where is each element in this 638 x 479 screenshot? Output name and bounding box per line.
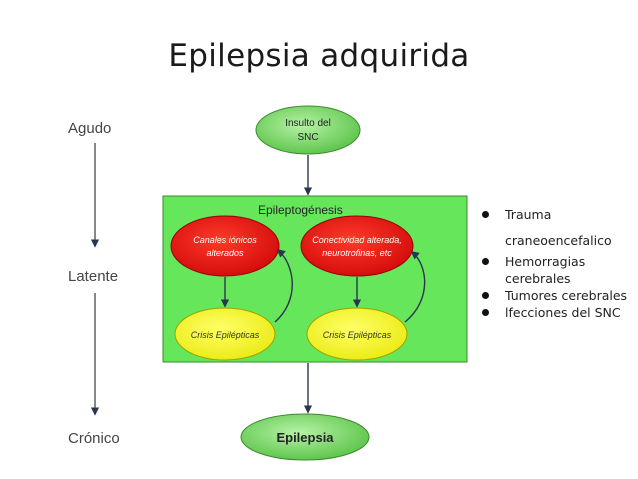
list-item: lfecciones del SNC bbox=[482, 304, 632, 321]
list-item-line1: Hemorragias bbox=[505, 254, 586, 269]
crisis-node-right bbox=[306, 307, 408, 361]
insult-node bbox=[255, 105, 361, 155]
epileptogenesis-label: Epileptogénesis bbox=[258, 203, 343, 217]
feedback-arrow-left bbox=[274, 248, 293, 323]
bullet-icon bbox=[482, 292, 489, 299]
slide-title: Epilepsia adquirida bbox=[168, 38, 470, 74]
stage-label-acute: Agudo bbox=[68, 120, 111, 137]
stage-label-chronic: Crónico bbox=[68, 430, 120, 447]
feedback-arrow-right bbox=[404, 250, 426, 323]
channels-label-line2: alterados bbox=[206, 248, 244, 258]
insult-label-line1: Insulto del bbox=[285, 118, 331, 129]
list-item-line2: cerebrales bbox=[505, 271, 571, 286]
crisis-label-left: Crisis Epilépticas bbox=[191, 330, 260, 340]
list-item: Tumores cerebrales bbox=[482, 287, 632, 304]
epilepsia-label: Epilepsia bbox=[276, 430, 334, 445]
bullet-icon bbox=[482, 258, 489, 265]
connectivity-label-line2: neurotrofinas, etc bbox=[322, 248, 392, 258]
connectivity-node bbox=[300, 215, 414, 277]
epilepsia-node bbox=[240, 413, 370, 461]
list-item-line1: lfecciones del SNC bbox=[505, 305, 621, 320]
causes-list: Trauma craneoencefalico Hemorragias cere… bbox=[482, 206, 632, 321]
list-item-line2: craneoencefalico bbox=[505, 233, 612, 248]
bullet-icon bbox=[482, 211, 489, 218]
channels-label-line1: Canales iónicos bbox=[193, 235, 257, 245]
list-item: Hemorragias cerebrales bbox=[482, 253, 632, 287]
insult-label-line2: SNC bbox=[297, 132, 318, 143]
channels-node bbox=[170, 215, 280, 277]
list-item-line1: Trauma bbox=[505, 207, 552, 222]
connectivity-label-line1: Conectividad alterada, bbox=[312, 235, 402, 245]
list-item: Trauma craneoencefalico bbox=[482, 206, 632, 249]
stage-label-latent: Latente bbox=[68, 268, 118, 285]
crisis-node-left bbox=[174, 307, 276, 361]
crisis-label-right: Crisis Epilépticas bbox=[323, 330, 392, 340]
bullet-icon bbox=[482, 309, 489, 316]
list-item-line1: Tumores cerebrales bbox=[505, 288, 628, 303]
